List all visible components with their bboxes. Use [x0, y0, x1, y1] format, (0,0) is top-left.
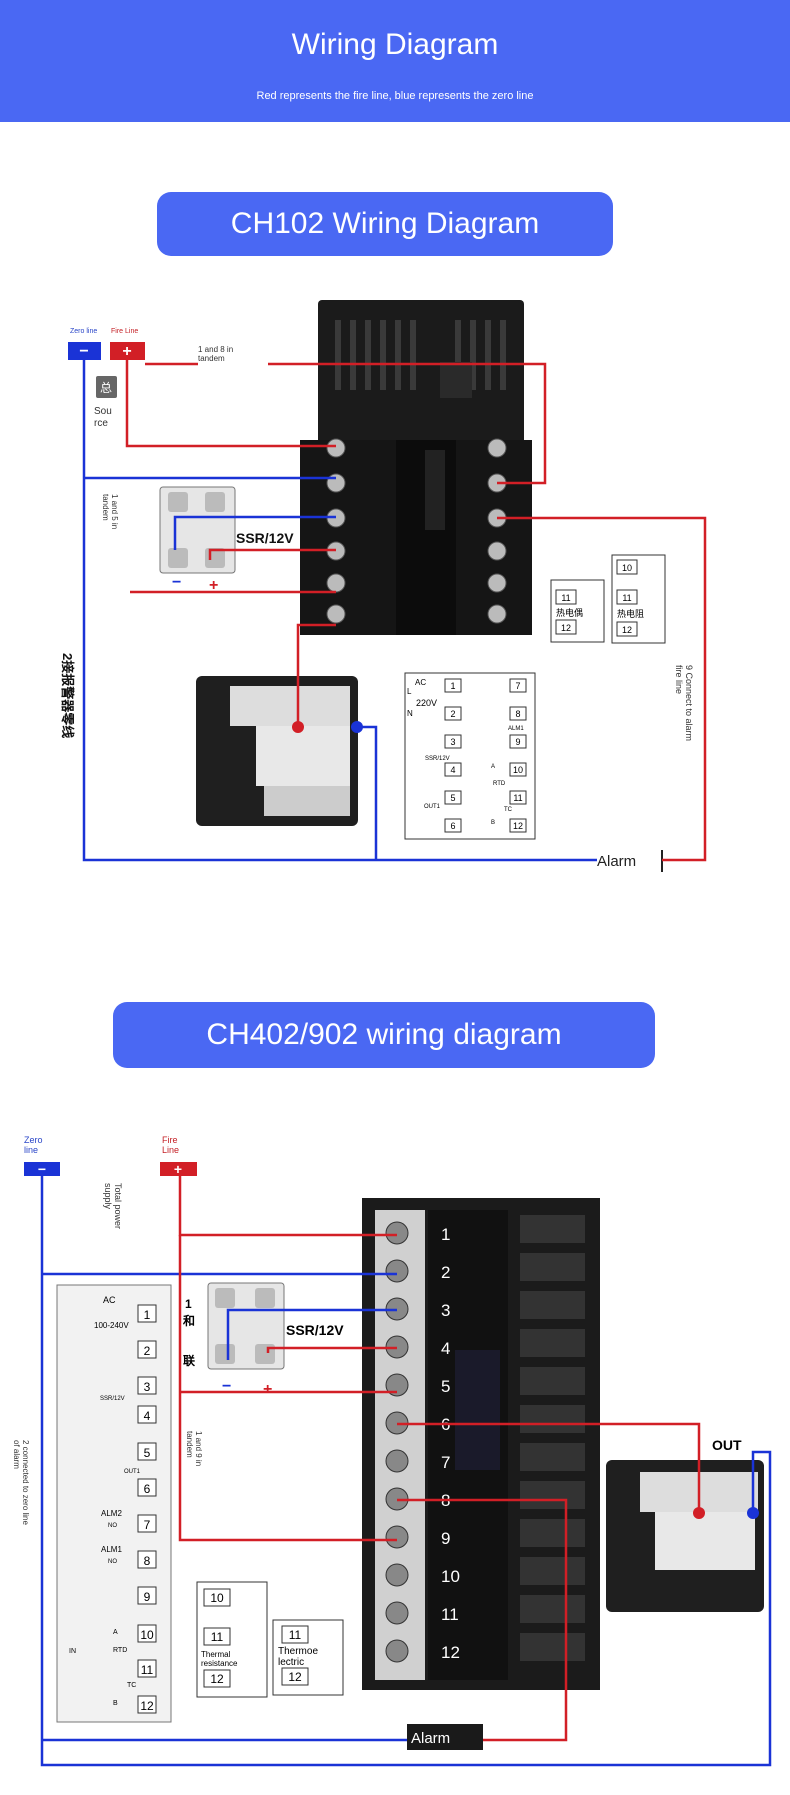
- ch102-schema-b: B: [491, 820, 495, 826]
- ch102-ssr-label: SSR/12V: [236, 530, 294, 546]
- ch102-schema-rtd: RTD: [493, 781, 506, 787]
- svg-text:11: 11: [622, 593, 631, 603]
- svg-text:1: 1: [450, 681, 455, 691]
- svg-text:8: 8: [515, 709, 520, 719]
- ch102-schema-a: A: [491, 764, 495, 770]
- ch102-schema-out1: OUT1: [424, 804, 441, 810]
- page-title: Wiring Diagram: [291, 28, 499, 61]
- ch102-alarm-label: Alarm: [597, 853, 636, 870]
- ch102-fire-plus: +: [122, 343, 131, 360]
- ch102-ssr-plus: +: [209, 577, 218, 594]
- ch102-zero-minus: −: [79, 343, 88, 360]
- svg-text:10: 10: [622, 563, 632, 573]
- svg-text:11: 11: [561, 593, 570, 603]
- ch102-title-pill: CH102 Wiring Diagram: [157, 192, 613, 256]
- ch102-zero-label: Zero line: [70, 328, 97, 335]
- svg-text:12: 12: [513, 821, 523, 831]
- ch102-source-icon-text: 总: [100, 381, 112, 395]
- svg-text:10: 10: [513, 765, 523, 775]
- ch102-alarm-fire-note: 9 Connect to alarmfire line: [674, 665, 694, 741]
- ch102-terminals-left: [326, 438, 346, 624]
- ch102-fire-label: Fire Line: [111, 328, 138, 335]
- ch102-fire-wires: [125, 360, 707, 862]
- ch102-alarm-zero-vertical: 2接报警器零线: [60, 653, 75, 738]
- ch102-schema-ac: AC: [415, 678, 426, 687]
- svg-text:12: 12: [622, 625, 632, 635]
- ch102-tandem-1-5: 1 and 5 intandem: [101, 494, 119, 529]
- ch102-zero-terminal: [68, 342, 101, 360]
- page-header: Wiring Diagram Red represents the fire l…: [0, 0, 790, 122]
- ch102-schema-terminals: 1 2 3 4 5 6 7 8 9 10 11 12: [444, 678, 527, 833]
- ch102-schema-ssr: SSR/12V: [425, 756, 450, 762]
- ch402-title: CH402/902 wiring diagram: [206, 1018, 562, 1051]
- ch102-fire-terminal: [110, 342, 145, 360]
- ch102-controller-top: [318, 300, 524, 445]
- page-subtitle: Red represents the fire line, blue repre…: [256, 90, 534, 102]
- ch102-zero-wires: [82, 360, 597, 862]
- ch102-schematic: [404, 672, 536, 840]
- ch102-thermocouple-label: 热电偶: [556, 607, 583, 618]
- ch102-schema-l: L: [407, 687, 412, 696]
- svg-text:5: 5: [450, 793, 455, 803]
- ch102-schema-tc: TC: [504, 807, 513, 813]
- ch402-title-pill: CH402/902 wiring diagram: [113, 1002, 655, 1068]
- ch102-title: CH102 Wiring Diagram: [230, 207, 540, 240]
- svg-text:3: 3: [450, 737, 455, 747]
- svg-text:7: 7: [515, 681, 520, 691]
- ch102-rtd-label: 热电阻: [617, 608, 644, 619]
- svg-text:12: 12: [561, 623, 571, 633]
- svg-text:6: 6: [450, 821, 455, 831]
- ch102-schema-alm1: ALM1: [508, 726, 524, 732]
- svg-text:9: 9: [515, 737, 520, 747]
- svg-text:2: 2: [450, 709, 455, 719]
- svg-text:4: 4: [450, 765, 455, 775]
- ch102-ssr-minus: −: [172, 574, 181, 591]
- svg-text:11: 11: [513, 793, 522, 803]
- ch102-schema-n: N: [407, 709, 413, 718]
- ch102-schema-220v: 220V: [416, 698, 437, 708]
- ch102-source-icon: [96, 376, 117, 398]
